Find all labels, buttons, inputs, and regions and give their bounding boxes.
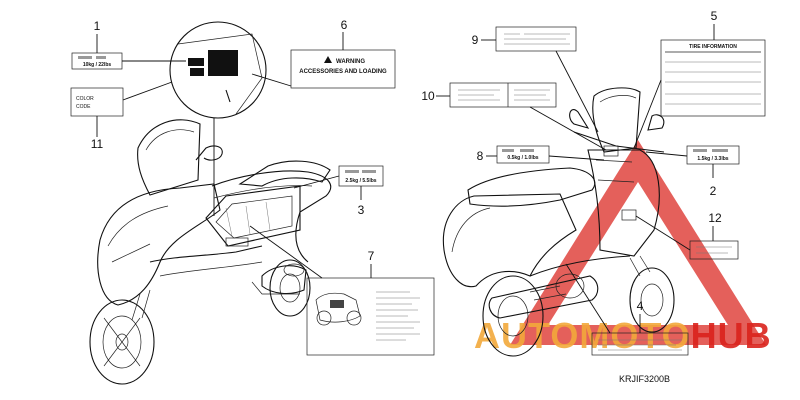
label-5-title-text: TIRE INFORMATION (689, 44, 737, 50)
magnifier-detail (169, 21, 267, 216)
svg-text:AUTOMOTOHUB: AUTOMOTOHUB (474, 315, 772, 356)
label-6-accessories-text: ACCESSORIES AND LOADING (299, 69, 387, 75)
callout-6: 6 (341, 18, 348, 32)
magnified-sticker-small-top (188, 58, 204, 66)
label-8-weight-text: 0.5kg / 1.0lbs (507, 155, 538, 161)
label-2-weight-text: 1.5kg / 3.3lbs (697, 156, 728, 162)
leader-lines (96, 24, 715, 334)
label-1-weight-text: 10kg / 22lbs (83, 62, 112, 68)
label-part-6: WARNING ACCESSORIES AND LOADING (290, 49, 396, 89)
watermark-triangle-icon (510, 140, 766, 345)
watermark-text-hub: HUB (691, 315, 772, 356)
label-part-2: 1.5kg / 3.3lbs (686, 145, 740, 165)
label-part-1: 10kg / 22lbs (71, 52, 123, 70)
label-part-11: COLOR CODE (70, 87, 124, 117)
label-part-3: 2.5kg / 5.5lbs (338, 165, 384, 187)
label-part-10 (449, 82, 557, 108)
callout-5: 5 (711, 9, 718, 23)
magnified-sticker-large (208, 50, 238, 76)
drawing-code: KRJIF3200B (619, 374, 670, 384)
callout-9: 9 (472, 33, 479, 47)
label-part-8: 0.5kg / 1.0lbs (496, 145, 550, 164)
callout-4: 4 (637, 299, 644, 313)
label-11-color-text: COLOR (76, 96, 94, 102)
label-3-weight-text: 2.5kg / 5.5lbs (345, 178, 376, 184)
callout-2: 2 (710, 184, 717, 198)
scooter-left-drawing (89, 119, 332, 385)
label-part-5: TIRE INFORMATION (660, 39, 766, 117)
label-part-9 (495, 26, 577, 52)
callout-3: 3 (358, 203, 365, 217)
callout-1: 1 (94, 19, 101, 33)
label-part-7 (306, 277, 435, 356)
label-11-code-text: CODE (76, 104, 91, 110)
callout-11: 11 (91, 137, 104, 151)
watermark-logo: AUTOMOTOHUB (474, 140, 772, 356)
scooter-right-drawing (442, 87, 675, 357)
callout-8: 8 (477, 149, 484, 163)
callout-7: 7 (368, 249, 375, 263)
callout-numbers: 1 2 3 4 5 6 7 8 9 10 11 12 (91, 9, 722, 313)
magnified-sticker-small-bottom (190, 68, 204, 76)
callout-12: 12 (708, 211, 722, 225)
label-6-warning-text: WARNING (336, 59, 365, 65)
warning-triangle-icon (324, 56, 332, 63)
callout-10: 10 (421, 89, 435, 103)
